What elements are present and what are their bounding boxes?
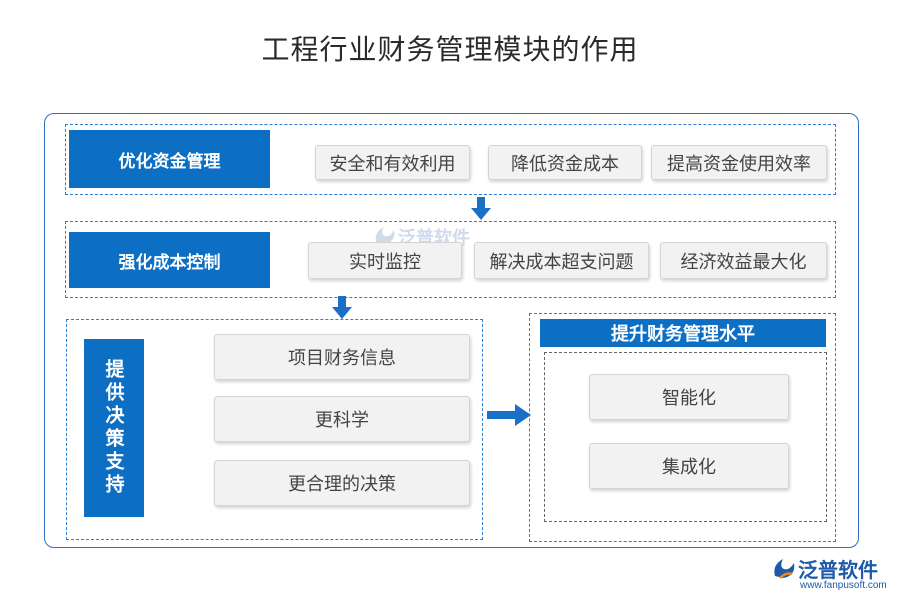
fund-item-1: 安全和有效利用	[315, 145, 470, 180]
level-inner-frame	[544, 352, 827, 522]
decision-item-1: 项目财务信息	[214, 334, 470, 380]
outer-frame	[44, 113, 859, 548]
cost-item-2: 解决成本超支问题	[474, 242, 649, 279]
decision-label: 提供决策支持	[84, 339, 144, 517]
arrow-right-icon	[487, 404, 531, 426]
level-label: 提升财务管理水平	[540, 319, 826, 347]
logo-icon	[774, 559, 795, 579]
fund-item-2: 降低资金成本	[488, 145, 642, 180]
logo-name: 泛普软件	[798, 558, 878, 582]
arrow-down-icon	[332, 296, 352, 319]
cost-label: 强化成本控制	[69, 232, 270, 288]
level-item-2: 集成化	[589, 443, 789, 489]
logo-url: www.fanpusoft.com	[800, 580, 887, 591]
arrow-down-icon	[471, 197, 491, 220]
decision-item-2: 更科学	[214, 396, 470, 442]
decision-item-3: 更合理的决策	[214, 460, 470, 506]
cost-section	[65, 221, 836, 298]
level-section	[529, 313, 836, 542]
brand-logo: 泛普软件 www.fanpusoft.com	[770, 552, 895, 597]
cost-item-1: 实时监控	[308, 242, 462, 279]
fund-section	[65, 124, 836, 195]
level-item-1: 智能化	[589, 374, 789, 420]
watermark-logo-icon	[375, 227, 395, 244]
fund-label: 优化资金管理	[69, 130, 270, 188]
decision-section	[66, 319, 483, 540]
diagram-title: 工程行业财务管理模块的作用	[261, 33, 639, 66]
cost-item-3: 经济效益最大化	[660, 242, 827, 279]
fund-item-3: 提高资金使用效率	[651, 145, 827, 180]
